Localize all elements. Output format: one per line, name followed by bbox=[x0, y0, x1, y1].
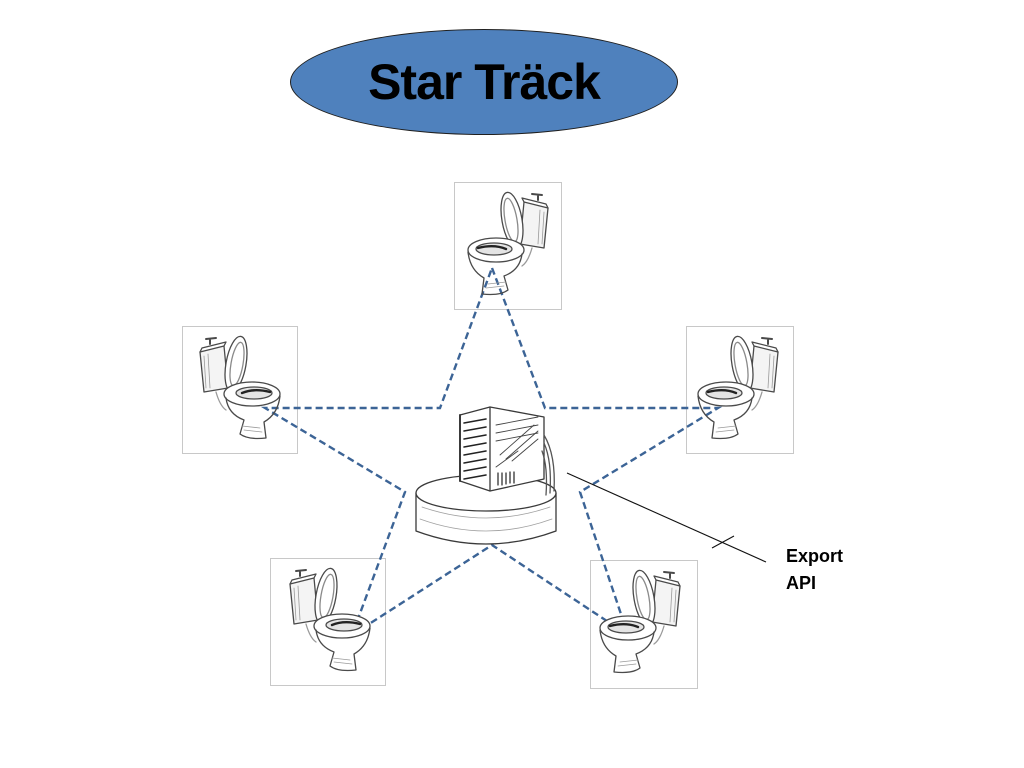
diagram-title: Star Träck bbox=[368, 54, 601, 110]
toilet-icon bbox=[288, 565, 372, 672]
toilet-icon bbox=[466, 189, 550, 296]
toilet-icon bbox=[198, 333, 282, 440]
export-api-label: Export API bbox=[786, 546, 844, 593]
toilet-icon bbox=[598, 567, 682, 674]
star-connection-lines bbox=[260, 264, 723, 638]
export-api-connector bbox=[566, 472, 767, 563]
toilet-icon bbox=[696, 333, 780, 440]
title-oval: Star Träck bbox=[290, 29, 678, 135]
server-icon bbox=[415, 406, 557, 545]
